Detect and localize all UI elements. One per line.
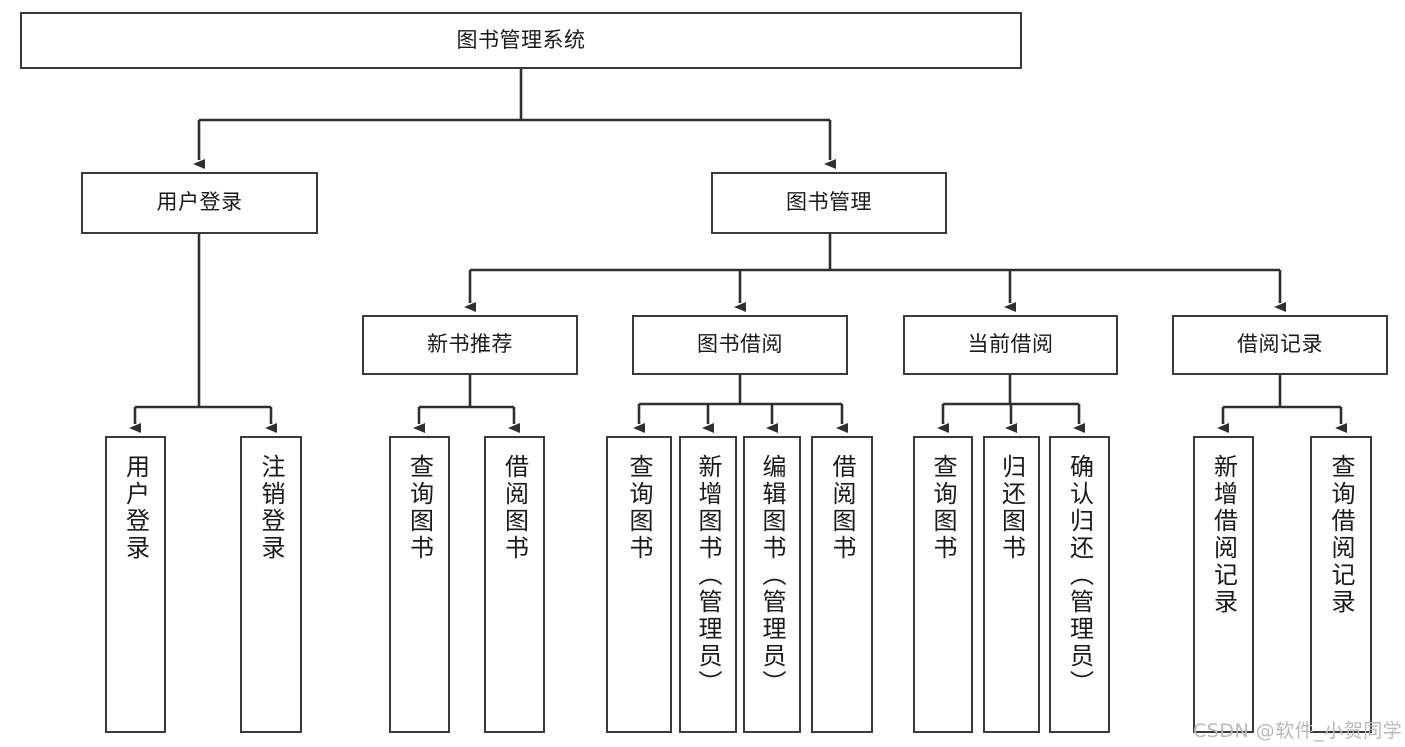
node-root-label: 图书管理系统 bbox=[456, 27, 586, 52]
leaf-add-borrow-record-label: 新增借阅记录 bbox=[1209, 454, 1238, 616]
leaf-user-login-label: 用户登录 bbox=[121, 454, 150, 562]
node-book-borrow[interactable]: 图书借阅 bbox=[632, 315, 848, 375]
leaf-query-book-borrow[interactable]: 查询图书 bbox=[606, 436, 672, 733]
leaf-query-borrow-record[interactable]: 查询借阅记录 bbox=[1310, 436, 1372, 733]
leaf-add-book-admin-label: 新增图书（管理员） bbox=[694, 454, 722, 697]
node-root[interactable]: 图书管理系统 bbox=[20, 12, 1022, 69]
node-book-borrow-label: 图书借阅 bbox=[697, 332, 783, 357]
node-borrow-record[interactable]: 借阅记录 bbox=[1172, 315, 1388, 375]
leaf-confirm-return-admin-label: 确认归还（管理员） bbox=[1065, 454, 1094, 697]
leaf-add-book-admin[interactable]: 新增图书（管理员） bbox=[679, 436, 737, 733]
node-book-management[interactable]: 图书管理 bbox=[711, 172, 947, 234]
leaf-return-book[interactable]: 归还图书 bbox=[983, 436, 1040, 733]
csdn-watermark: CSDN @软件_小贺同学 bbox=[1193, 720, 1403, 742]
leaf-user-login[interactable]: 用户登录 bbox=[105, 436, 166, 733]
node-borrow-record-label: 借阅记录 bbox=[1237, 332, 1323, 357]
node-current-borrow-label: 当前借阅 bbox=[967, 332, 1054, 357]
leaf-add-borrow-record[interactable]: 新增借阅记录 bbox=[1193, 436, 1254, 733]
leaf-borrow-book-recommend-label: 借阅图书 bbox=[500, 454, 529, 562]
leaf-query-book-recommend-label: 查询图书 bbox=[405, 454, 434, 562]
node-user-login-label: 用户登录 bbox=[156, 190, 243, 215]
leaf-logout[interactable]: 注销登录 bbox=[240, 436, 302, 733]
leaf-borrow-book-label: 借阅图书 bbox=[828, 454, 856, 562]
leaf-query-borrow-record-label: 查询借阅记录 bbox=[1327, 454, 1355, 616]
leaf-borrow-book[interactable]: 借阅图书 bbox=[811, 436, 873, 733]
node-user-login[interactable]: 用户登录 bbox=[81, 172, 318, 234]
leaf-query-book-current-label: 查询图书 bbox=[929, 454, 957, 562]
leaf-return-book-label: 归还图书 bbox=[997, 454, 1026, 562]
node-new-book-recommend[interactable]: 新书推荐 bbox=[362, 315, 578, 375]
node-current-borrow[interactable]: 当前借阅 bbox=[903, 315, 1118, 375]
leaf-query-book-recommend[interactable]: 查询图书 bbox=[389, 436, 450, 733]
node-book-management-label: 图书管理 bbox=[786, 190, 872, 215]
leaf-confirm-return-admin[interactable]: 确认归还（管理员） bbox=[1049, 436, 1110, 733]
leaf-query-book-borrow-label: 查询图书 bbox=[625, 454, 653, 562]
leaf-query-book-current[interactable]: 查询图书 bbox=[913, 436, 973, 733]
leaf-edit-book-admin-label: 编辑图书（管理员） bbox=[758, 454, 786, 697]
node-new-book-recommend-label: 新书推荐 bbox=[427, 332, 513, 357]
leaf-borrow-book-recommend[interactable]: 借阅图书 bbox=[484, 436, 545, 733]
leaf-edit-book-admin[interactable]: 编辑图书（管理员） bbox=[743, 436, 801, 733]
leaf-logout-label: 注销登录 bbox=[257, 454, 285, 562]
